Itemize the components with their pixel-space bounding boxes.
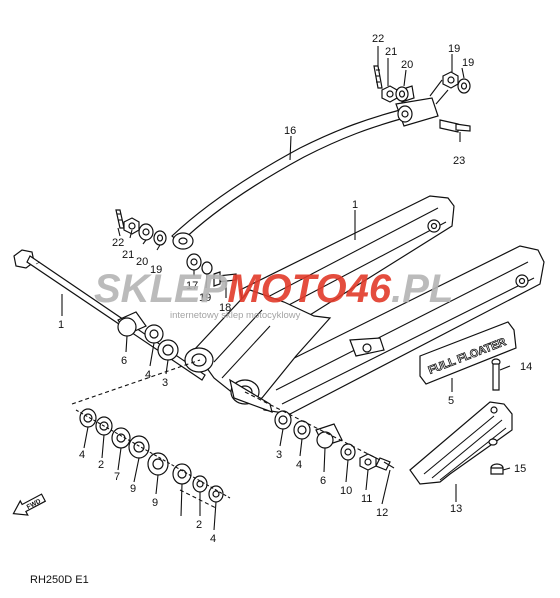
bolt-14	[491, 358, 501, 391]
callout-21: 21	[385, 46, 397, 58]
callout-12: 12	[376, 507, 388, 519]
callout-18: 18	[219, 302, 231, 314]
callout-19: 19	[448, 43, 460, 55]
callout-13: 13	[450, 503, 462, 515]
torque-rod-lower-hardware	[115, 209, 237, 287]
left-bearing-stack	[75, 408, 231, 503]
callout-21: 21	[122, 249, 134, 261]
right-bearing-stack	[274, 410, 395, 471]
callout-14: 14	[520, 361, 532, 373]
callout-4: 4	[145, 369, 151, 381]
callout-20: 20	[401, 59, 413, 71]
callout-1: 1	[352, 199, 358, 211]
callout-3: 3	[276, 449, 282, 461]
callout-9: 9	[130, 483, 136, 495]
watermark-tagline: internetowy sklep motocyklowy	[170, 310, 301, 321]
callout-15: 15	[514, 463, 526, 475]
callout-2: 2	[98, 459, 104, 471]
callout-20: 20	[136, 256, 148, 268]
watermark-brand-left: SKLEP	[94, 267, 228, 311]
callout-11: 11	[361, 493, 372, 505]
callout-5: 5	[448, 395, 454, 407]
callout-numbers: 22 21 20 19 19 23 16 1 22 21 20 19 17 19…	[58, 33, 532, 545]
watermark-brand-mid: MOTO	[227, 267, 346, 311]
watermark-brand-tld: .PL	[391, 267, 453, 311]
callout-19: 19	[150, 264, 162, 276]
watermark-brand-right: 46	[346, 267, 392, 311]
callout-22: 22	[112, 237, 124, 249]
callout-6: 6	[121, 355, 127, 367]
callout-22: 22	[372, 33, 384, 45]
torque-rod-upper-hardware	[373, 65, 471, 133]
torque-rod	[171, 85, 439, 250]
screw-15	[490, 463, 504, 475]
callout-4: 4	[210, 533, 216, 545]
callout-1: 1	[58, 319, 64, 331]
fwd-direction-arrow: FWD	[12, 493, 47, 516]
callout-7: 7	[114, 471, 120, 483]
watermark: SKLEPMOTO46.PL internetowy sklep motocyk…	[94, 267, 453, 321]
callout-19: 19	[199, 292, 211, 304]
diagram-code: RH250D E1	[30, 574, 89, 586]
callout-2: 2	[196, 519, 202, 531]
callout-10: 10	[340, 485, 352, 497]
callout-4: 4	[296, 459, 302, 471]
callout-19: 19	[462, 57, 474, 69]
assembly-centerlines	[71, 359, 381, 509]
swing-arm	[184, 195, 545, 415]
svg-text:SKLEPMOTO46.PL: SKLEPMOTO46.PL	[94, 267, 453, 311]
chain-guard	[409, 401, 513, 485]
callout-9: 9	[152, 497, 158, 509]
callout-23: 23	[453, 155, 465, 167]
callout-17: 17	[186, 280, 198, 292]
callout-3: 3	[162, 377, 168, 389]
leader-lines	[61, 46, 511, 531]
callout-4: 4	[79, 449, 85, 461]
callout-6: 6	[320, 475, 326, 487]
callout-16: 16	[284, 125, 296, 137]
